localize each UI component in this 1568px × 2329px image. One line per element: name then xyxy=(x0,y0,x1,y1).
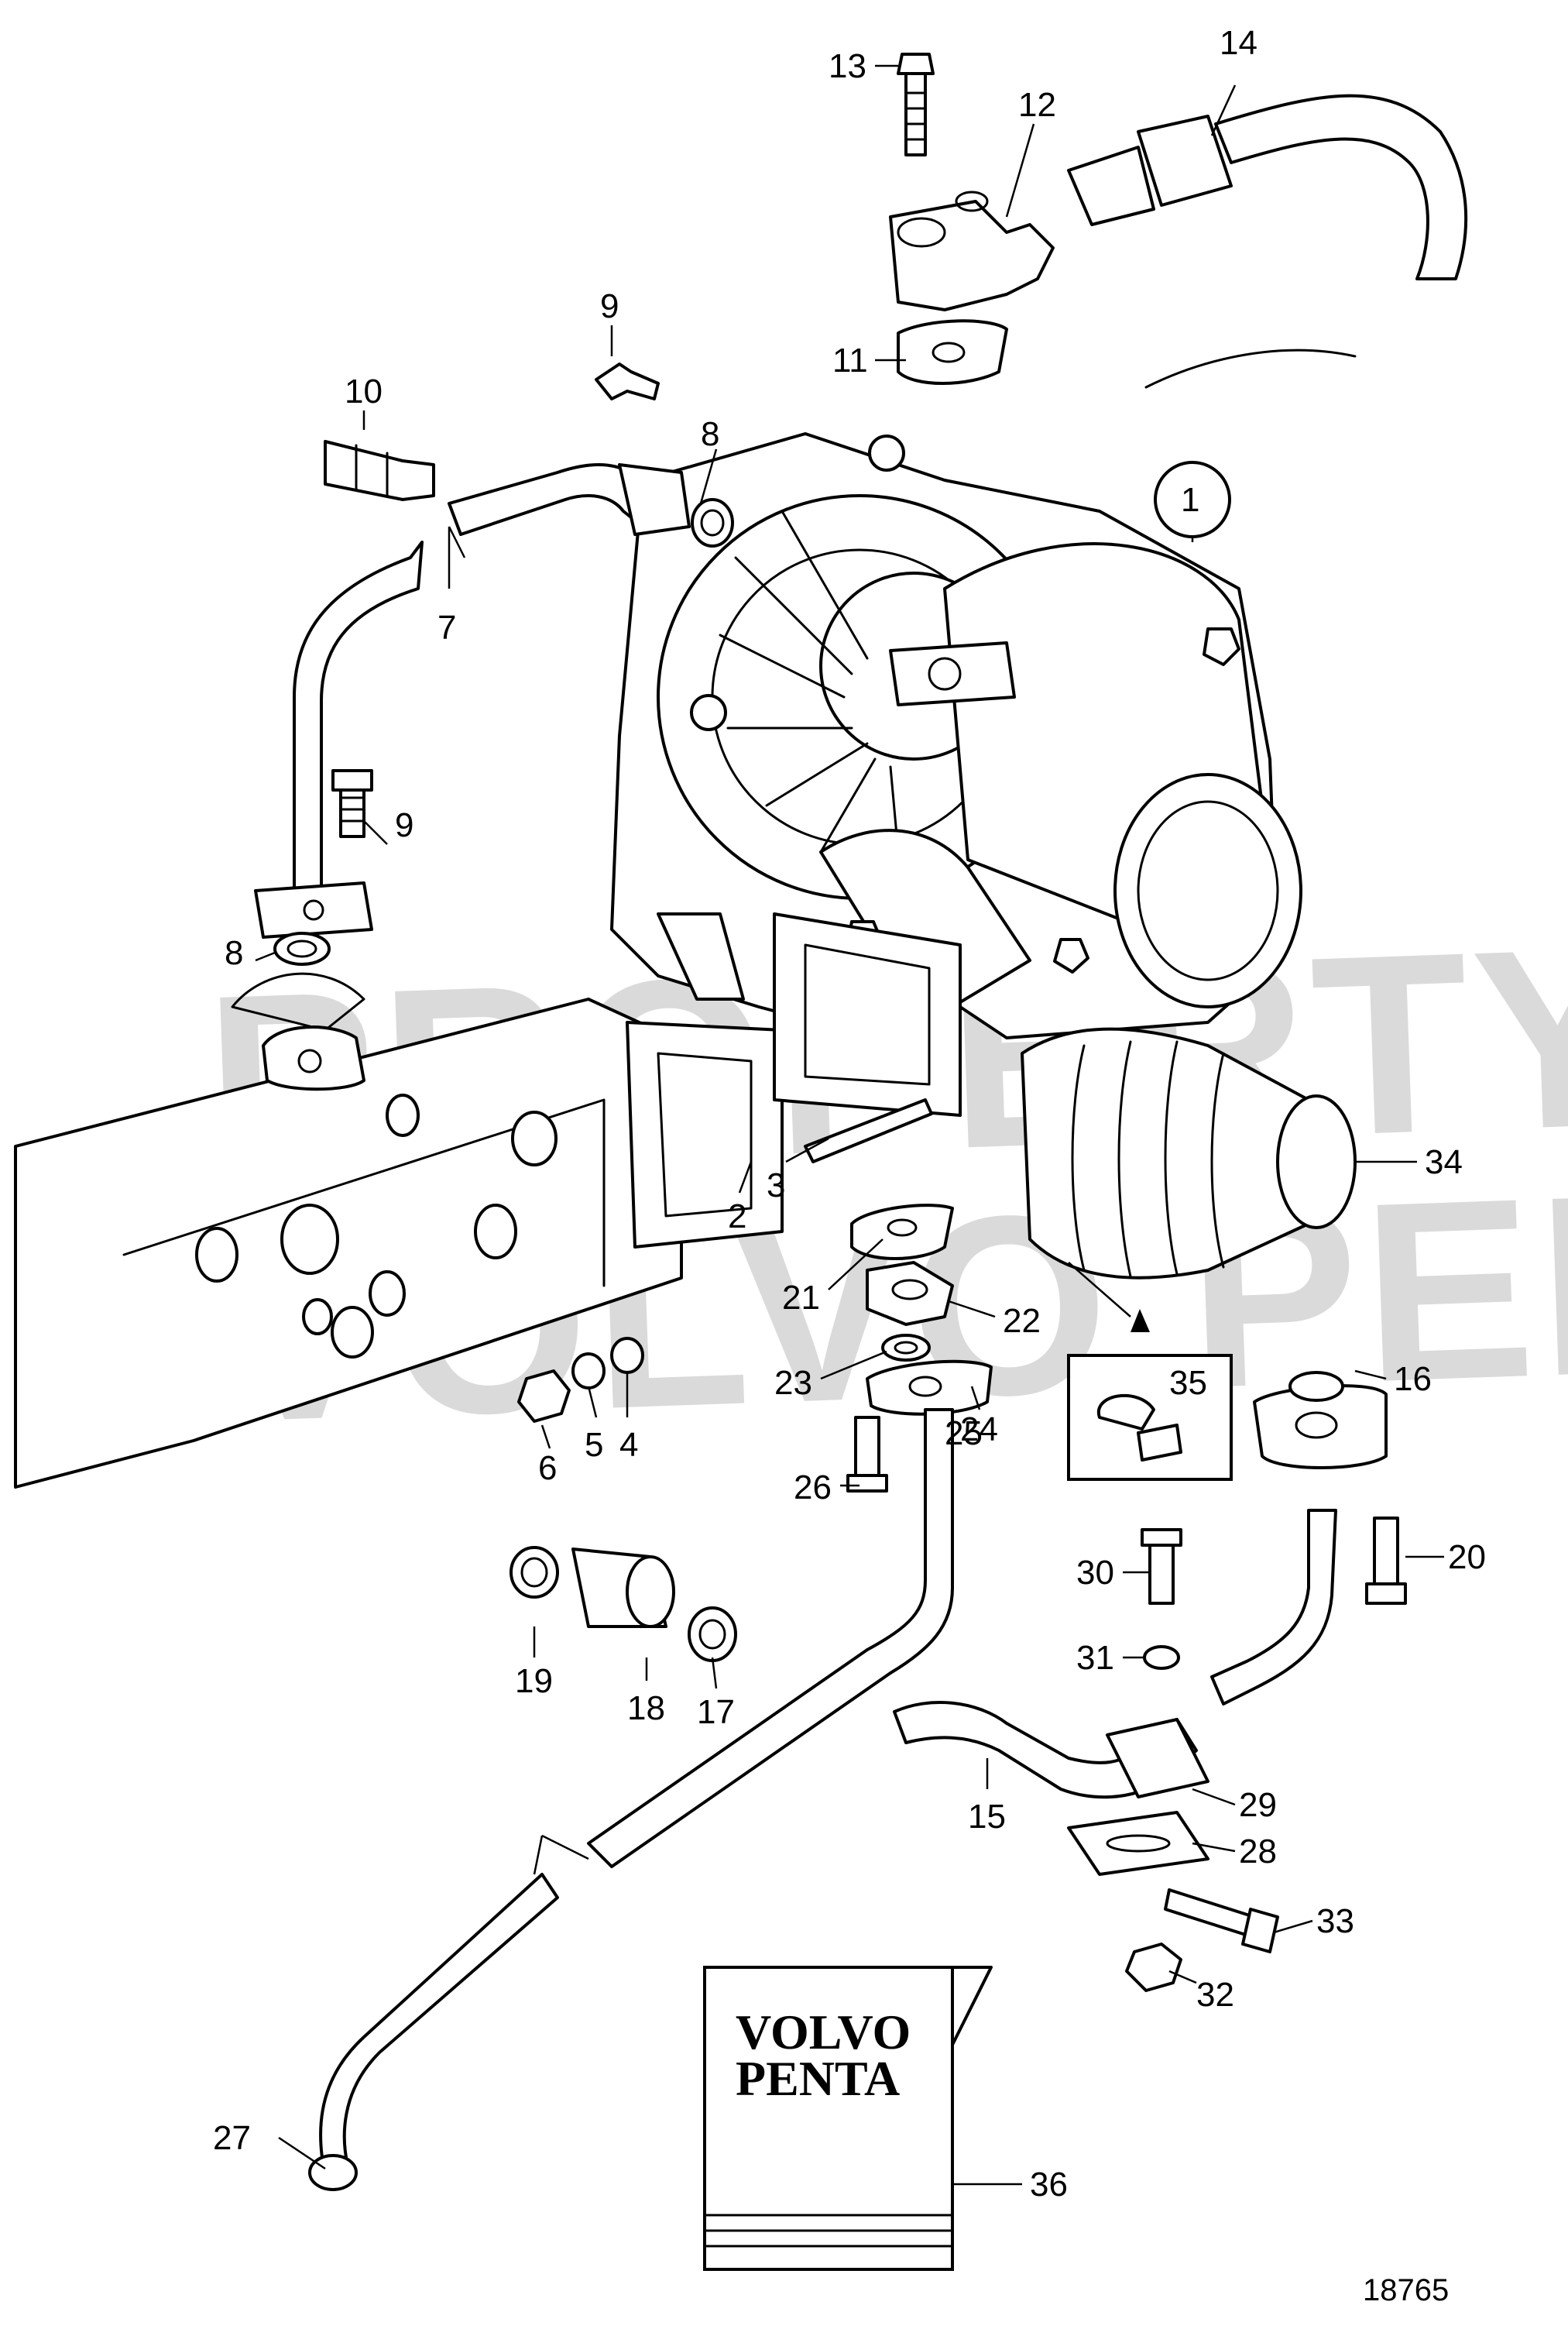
callout-29: 29 xyxy=(1239,1786,1277,1824)
turbine-flange-gasket xyxy=(773,912,962,1117)
bolt-33 xyxy=(1164,1888,1279,1953)
flange-8-upper xyxy=(691,498,734,548)
callout-13: 13 xyxy=(829,47,866,85)
seal-17 xyxy=(688,1606,737,1662)
callout-36: 36 xyxy=(1030,2166,1068,2204)
kit-brand-line-1: VOLVO xyxy=(736,2004,911,2059)
bolt-20 xyxy=(1365,1517,1407,1605)
flange-25 xyxy=(866,1359,993,1416)
callout-21: 21 xyxy=(782,1279,820,1317)
bolt-26 xyxy=(846,1416,888,1493)
callout-7: 7 xyxy=(437,609,456,647)
banjo-12 xyxy=(889,191,1055,311)
exhaust-manifold xyxy=(14,972,683,1489)
arrow-35 xyxy=(1068,1262,1150,1332)
callout-24: 24 xyxy=(960,1410,998,1448)
callout-34: 34 xyxy=(1425,1143,1463,1181)
callout-3: 3 xyxy=(767,1166,785,1204)
leader-lines xyxy=(255,64,1444,2186)
callout-6: 6 xyxy=(538,1449,557,1487)
washer-8-lower xyxy=(273,932,331,966)
callout-1-circle xyxy=(1154,461,1231,538)
kit-brand-line-2: PENTA xyxy=(736,2051,900,2106)
callout-18: 18 xyxy=(627,1689,665,1727)
bolt-30 xyxy=(1141,1528,1182,1605)
flange-upper xyxy=(618,463,691,536)
washer-23 xyxy=(881,1334,931,1362)
callout-30: 30 xyxy=(1076,1554,1114,1592)
callout-2: 2 xyxy=(728,1197,746,1235)
callout-15: 15 xyxy=(968,1798,1006,1836)
callout-27: 27 xyxy=(213,2119,251,2157)
callout-10: 10 xyxy=(345,373,383,410)
callout-labels: 1 2 3 4 5 6 7 8 8 9 9 10 11 12 13 14 15 … xyxy=(213,24,1486,2204)
figure-number: 18765 xyxy=(1363,2273,1449,2307)
nipple-18 xyxy=(571,1548,675,1628)
stud-3 xyxy=(804,1098,933,1163)
hose-14 xyxy=(1144,94,1468,389)
pipe-15 xyxy=(893,1701,1198,1799)
callout-14: 14 xyxy=(1220,24,1257,62)
callout-33: 33 xyxy=(1316,1902,1354,1940)
callout-8-upper: 8 xyxy=(701,415,719,453)
clamp-29 xyxy=(1106,1718,1209,1798)
callout-12: 12 xyxy=(1018,86,1056,124)
callout-8-lower: 8 xyxy=(225,934,243,972)
turbocharger xyxy=(610,432,1302,1039)
callout-35: 35 xyxy=(1169,1364,1207,1402)
callout-23: 23 xyxy=(774,1364,812,1402)
gasket-2 xyxy=(626,1021,784,1249)
nut-32 xyxy=(1125,1943,1182,1992)
nut-6 xyxy=(517,1369,571,1423)
oil-return-pipe-24 xyxy=(308,1408,954,2191)
hose-fitting xyxy=(1067,115,1233,226)
callout-11: 11 xyxy=(832,342,868,380)
callout-16: 16 xyxy=(1394,1360,1432,1398)
washer-4 xyxy=(610,1337,644,1374)
callout-19: 19 xyxy=(515,1662,553,1700)
oil-feed-pipe-7 xyxy=(254,463,667,939)
callout-20: 20 xyxy=(1448,1538,1486,1576)
seal-19 xyxy=(510,1546,559,1599)
bolt-9-lower xyxy=(331,769,373,838)
pipe-16 xyxy=(1210,1371,1388,1706)
callout-26: 26 xyxy=(794,1469,832,1506)
callout-25: 25 xyxy=(945,1414,983,1452)
bolt-9-upper xyxy=(595,362,660,400)
washer-5 xyxy=(571,1352,606,1389)
bracket-28 xyxy=(1067,1811,1209,1876)
washer-31 xyxy=(1143,1645,1180,1670)
callout-1: 1 xyxy=(1181,481,1199,519)
callout-17: 17 xyxy=(697,1693,735,1731)
bracket-22 xyxy=(866,1261,954,1326)
lower-flange-gasket xyxy=(262,1025,365,1091)
callout-28: 28 xyxy=(1239,1833,1277,1870)
oil-drain-flange xyxy=(889,641,1016,706)
callout-9-lower: 9 xyxy=(395,806,413,844)
gasket-kit-36: VOLVO PENTA xyxy=(703,1966,993,2271)
callout-31: 31 xyxy=(1076,1639,1114,1677)
callout-32: 32 xyxy=(1196,1976,1234,2014)
detail-box-35 xyxy=(1067,1354,1233,1481)
callout-9-upper: 9 xyxy=(600,287,619,325)
callout-5: 5 xyxy=(585,1426,603,1464)
callout-22: 22 xyxy=(1003,1302,1041,1340)
adapter-10 xyxy=(324,440,435,501)
callout-4: 4 xyxy=(619,1426,638,1464)
bellows-34 xyxy=(1021,1027,1357,1280)
gasket-11 xyxy=(897,319,1008,385)
bolt-13 xyxy=(897,53,935,156)
